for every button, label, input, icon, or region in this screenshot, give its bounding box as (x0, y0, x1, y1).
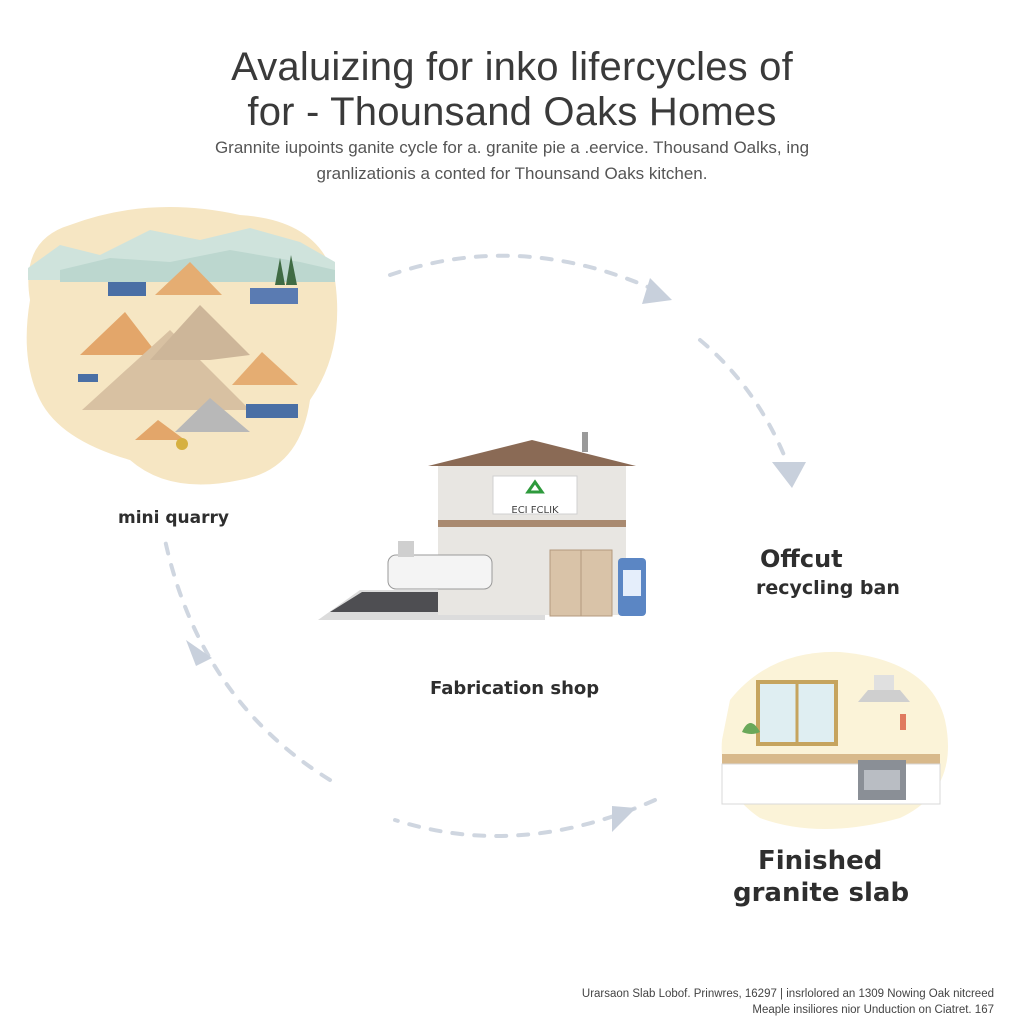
footer-line-1: Urarsaon Slab Lobof. Prinwres, 16297 | i… (581, 988, 994, 1000)
recycling-label-line-2: recycling ban (756, 577, 900, 599)
arrow-head-bottom (612, 806, 636, 832)
diagram-title-line-2: for - Thounsand Oaks Homes (247, 90, 777, 134)
arrow-to-recycling (698, 338, 792, 472)
footer-line-2: Meaple insiliores nior Unduction on Ciat… (752, 1004, 994, 1016)
fabrication-shop-label: Fabrication shop (430, 678, 600, 699)
finished-label-line-1: Finished (758, 846, 883, 876)
diagram-subtitle-line-1: Grannite iupoints ganite cycle for a. gr… (214, 138, 810, 157)
arrow-head-right (772, 462, 806, 488)
quarry-label: mini quarry (118, 508, 229, 528)
arrow-heads (186, 278, 806, 832)
arrow-shop-to-quarry (163, 538, 332, 782)
kitchen-illustration (721, 651, 948, 829)
arrow-slab-to-shop (393, 798, 657, 838)
shop-sign-text: ECI FCLIK (511, 505, 559, 516)
quarry-illustration (26, 207, 338, 485)
arrow-head-top (642, 278, 672, 304)
arrow-head-left (186, 640, 212, 666)
cycle-arrows (163, 253, 792, 838)
diagram-title-line-1: Avaluizing for inko lifercycles of (231, 45, 793, 89)
finished-label-line-2: granite slab (733, 878, 910, 908)
diagram-subtitle-line-2: granlizationis a conted for Thounsand Oa… (316, 164, 708, 183)
arrow-quarry-to-recycling (388, 253, 657, 292)
recycling-label-line-1: Offcut (760, 545, 843, 573)
fabrication-shop-illustration (318, 432, 646, 620)
